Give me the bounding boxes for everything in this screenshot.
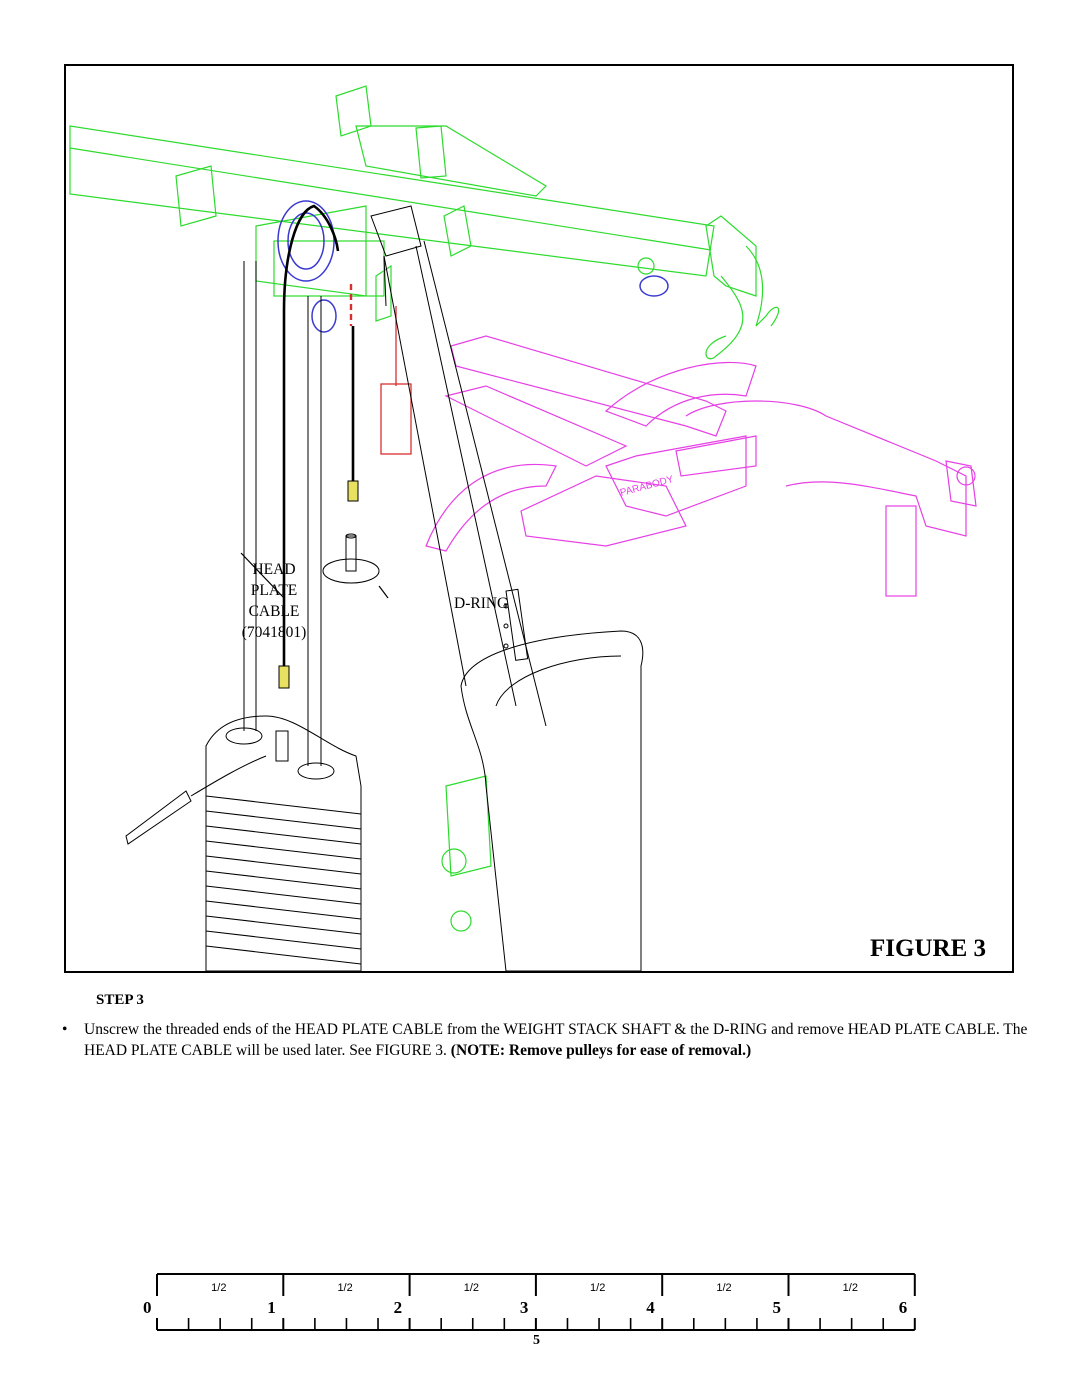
back-pad xyxy=(460,630,644,971)
weight-stack xyxy=(125,715,362,971)
top-beam xyxy=(69,125,780,360)
ruler-number: 4 xyxy=(646,1298,655,1317)
ruler-number: 6 xyxy=(898,1298,908,1317)
head-label-line3: CABLE xyxy=(248,603,300,620)
ruler-number: 3 xyxy=(519,1298,529,1317)
ruler-number: 0 xyxy=(143,1298,152,1317)
page-number: 5 xyxy=(533,1333,540,1348)
top-pulley xyxy=(277,200,669,333)
instruction-note: (NOTE: Remove pulleys for ease of remova… xyxy=(450,1042,752,1059)
head-label-line2: PLATE xyxy=(250,582,298,599)
upright-column xyxy=(370,205,547,727)
ruler-number: 1 xyxy=(267,1298,276,1317)
guide-rods xyxy=(243,261,322,766)
d-ring-label: D-RING xyxy=(454,595,509,612)
head-label-line1: HEAD xyxy=(252,561,296,578)
bullet: • xyxy=(62,1021,68,1038)
step-heading: STEP 3 xyxy=(96,992,144,1008)
brand-text: PARABODY xyxy=(619,474,675,499)
ruler-number: 2 xyxy=(393,1298,403,1317)
figure-caption: FIGURE 3 xyxy=(870,935,986,962)
seat-assembly xyxy=(425,335,977,597)
ruler-half-label: 1/2 xyxy=(590,1282,606,1294)
ruler-number: 5 xyxy=(772,1298,782,1317)
head-plate-cable-label: HEAD PLATE CABLE (7041801) xyxy=(214,559,334,643)
ruler-graphic xyxy=(156,1273,916,1331)
figure-frame: PARABODY xyxy=(64,64,1014,973)
instruction-text: Unscrew the threaded ends of the HEAD PL… xyxy=(84,1021,1028,1059)
ruler-half-label: 1/2 xyxy=(211,1282,227,1294)
selector-pin xyxy=(349,284,412,455)
instruction-paragraph: Unscrew the threaded ends of the HEAD PL… xyxy=(84,1019,1032,1061)
leader-lines xyxy=(240,552,389,599)
inch-ruler: 0 1/2 1 1/2 2 1/2 3 1/2 4 1/2 5 1/2 6 xyxy=(0,1260,1080,1345)
head-plate-cable xyxy=(282,204,355,666)
ruler-half-label: 1/2 xyxy=(842,1282,858,1294)
ruler-half-label: 1/2 xyxy=(463,1282,480,1294)
ruler-half-label: 1/2 xyxy=(337,1282,353,1294)
cable-threaded-ends xyxy=(278,480,359,689)
d-ring-part xyxy=(322,533,380,584)
step-instruction: • Unscrew the threaded ends of the HEAD … xyxy=(62,1019,1032,1061)
exercise-machine-illustration: PARABODY xyxy=(69,85,977,971)
ruler-half-label: 1/2 xyxy=(716,1282,732,1294)
head-label-partno: (7041801) xyxy=(241,624,307,641)
